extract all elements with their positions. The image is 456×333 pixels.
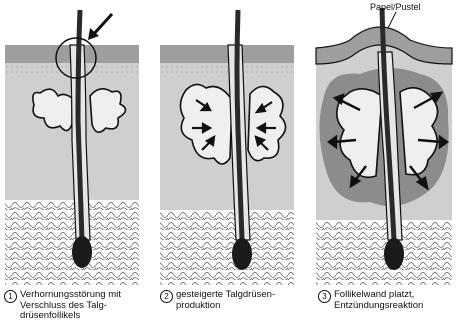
step-1-text: Verhornungsstörung mit Verschluss des Ta…	[20, 290, 121, 322]
step-1-line-3: drüsenfollikels	[20, 311, 121, 322]
step-1-line-1: Verhornungsstörung mit	[20, 290, 121, 301]
panel-3-callout-line	[388, 12, 396, 28]
step-2-text: gesteigerte Talgdrüsen- produktion	[176, 290, 275, 311]
step-2-number: 2	[160, 290, 173, 303]
panel-3	[316, 8, 452, 285]
step-3-text: Follikelwand platzt, Entzündungsreaktion	[334, 290, 423, 311]
step-2-line-1: gesteigerte Talgdrüsen-	[176, 290, 275, 301]
panel-1	[5, 10, 139, 285]
step-2-line-2: produktion	[176, 301, 275, 312]
panel-2-hair-bulb	[232, 238, 252, 270]
callout-label: Papel/Pustel	[370, 2, 421, 12]
panel-3-hair-bulb	[384, 238, 404, 270]
step-3-line-2: Entzündungsreaktion	[334, 301, 423, 312]
panel-1-hair-bulb	[72, 236, 92, 268]
step-3-number: 3	[318, 290, 331, 303]
panel-2	[160, 10, 294, 285]
step-1-number: 1	[4, 290, 17, 303]
panel-2-skin-surface	[160, 45, 294, 63]
step-3-line-1: Follikelwand platzt,	[334, 290, 423, 301]
